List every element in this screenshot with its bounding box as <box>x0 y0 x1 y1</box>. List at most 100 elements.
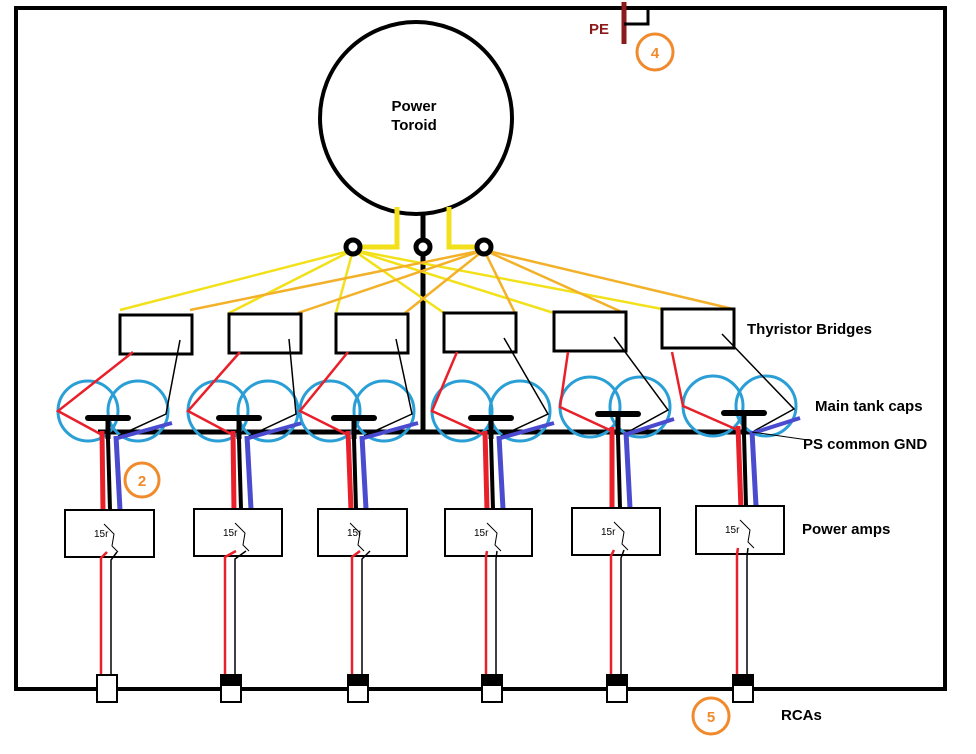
power-amps-label: Power amps <box>802 521 890 538</box>
power-amp-label-3: 15r <box>347 528 362 539</box>
tank-cap-right-2 <box>236 379 300 443</box>
bridge-output-black-2 <box>248 338 297 437</box>
signal-wire-black-3 <box>361 550 371 674</box>
toroid-label-line1: Power <box>391 98 436 115</box>
rail-blue-5 <box>623 431 633 509</box>
tank-cap-right-3 <box>352 379 416 443</box>
pe-ground-symbol <box>621 2 650 44</box>
feed-wire-yellow-2 <box>334 249 355 314</box>
signal-wire-black-2 <box>234 550 247 674</box>
thyristor-bridge-5 <box>552 310 628 353</box>
bridge-output-red-2 <box>186 351 241 438</box>
cap-link-blue-1 <box>113 421 173 441</box>
channel-1: 15r <box>55 313 194 703</box>
amp-switch-symbol-1 <box>103 523 119 553</box>
channel-4: 15r <box>430 311 555 703</box>
power-amp-4 <box>444 508 533 557</box>
gnd-leader-line <box>751 431 809 441</box>
channel-6: 15r <box>660 307 801 703</box>
amp-switch-symbol-3 <box>349 522 365 552</box>
amplifier-channels: 15r 15r 15r 15r 15r 15r <box>55 307 801 703</box>
rail-gnd-5 <box>616 434 622 509</box>
rail-blue-3 <box>359 435 369 510</box>
bridge-output-red-4 <box>430 351 488 438</box>
rail-gnd-1 <box>106 438 112 511</box>
signal-wire-black-6 <box>746 547 749 674</box>
feed-wire-orange-2 <box>404 249 485 314</box>
main-tank-caps-label: Main tank caps <box>815 398 923 415</box>
ps-common-gnd-label: PS common GND <box>803 436 927 453</box>
rca-connector-1 <box>96 674 118 703</box>
amp-switch-symbol-6 <box>739 519 755 549</box>
power-amp-label-2: 15r <box>223 528 238 539</box>
rail-blue-4 <box>496 435 506 510</box>
bridge-output-red-3 <box>298 351 351 438</box>
thyristor-bridge-4 <box>442 311 518 354</box>
bridge-output-red-5 <box>558 351 615 434</box>
signal-wire-black-1 <box>110 551 118 674</box>
cap-link-blue-5 <box>623 417 675 437</box>
pe-label: PE <box>589 21 609 38</box>
rca-collar-5 <box>607 676 627 686</box>
rail-gnd-6 <box>742 433 748 507</box>
cap-link-blue-6 <box>749 416 801 436</box>
amp-switch-symbol-5 <box>613 521 629 551</box>
power-amp-label-4: 15r <box>474 528 489 539</box>
rca-collar-3 <box>348 676 368 686</box>
tank-cap-right-1 <box>106 379 170 443</box>
signal-wire-red-5 <box>609 549 616 674</box>
badge-5-text: 5 <box>707 709 715 726</box>
toroid-terminals <box>343 237 494 257</box>
amp-switch-symbol-2 <box>234 522 250 552</box>
signal-wire-red-6 <box>735 547 740 674</box>
rail-red-1 <box>99 430 106 511</box>
bridge-output-black-4 <box>500 337 550 437</box>
badge-4: 4 <box>635 32 675 72</box>
badge-4-text: 4 <box>651 45 660 62</box>
toroid-leads <box>357 207 485 250</box>
bridge-feed-wires <box>119 248 734 315</box>
signal-wire-black-4 <box>495 550 498 674</box>
tank-cap-right-5 <box>608 375 672 439</box>
feed-wire-yellow-1 <box>228 248 354 315</box>
channel-5: 15r <box>552 310 675 703</box>
power-amp-2 <box>193 508 283 557</box>
power-amp-6 <box>695 505 785 555</box>
badge-2-text: 2 <box>138 473 146 490</box>
signal-wire-black-5 <box>620 549 625 674</box>
bridge-output-red-6 <box>670 351 741 433</box>
power-toroid <box>318 20 514 216</box>
signal-wire-red-1 <box>99 551 108 674</box>
channel-3: 15r <box>298 312 419 703</box>
rca-collar-6 <box>733 676 753 686</box>
rail-gnd-3 <box>352 438 358 510</box>
feed-wire-yellow-5 <box>352 248 663 311</box>
power-amp-3 <box>317 508 408 557</box>
rail-gnd-2 <box>237 438 243 510</box>
feed-wire-orange-5 <box>483 248 734 311</box>
cap-link-blue-3 <box>359 421 419 441</box>
thyristor-bridge-6 <box>660 307 736 350</box>
feed-wire-yellow-3 <box>352 248 445 315</box>
rail-red-2 <box>230 430 237 511</box>
tank-cap-right-6 <box>734 374 798 438</box>
thyristor-bridge-1 <box>118 313 194 356</box>
power-amp-label-6: 15r <box>725 525 740 536</box>
bridge-output-black-1 <box>117 339 181 437</box>
bridge-output-black-5 <box>613 336 670 433</box>
rail-blue-6 <box>749 430 759 507</box>
rail-blue-1 <box>113 435 123 511</box>
rcas-label: RCAs <box>781 707 822 724</box>
cap-link-blue-2 <box>244 421 303 441</box>
cap-link-blue-4 <box>496 421 555 441</box>
signal-wire-red-4 <box>484 550 489 674</box>
feed-wire-orange-4 <box>483 248 625 315</box>
feed-wire-yellow-4 <box>352 248 555 315</box>
tank-cap-right-4 <box>488 379 552 443</box>
rail-blue-2 <box>244 435 254 510</box>
badge-2: 2 <box>123 461 161 499</box>
signal-wire-red-3 <box>350 550 361 674</box>
power-amp-label-5: 15r <box>601 527 616 538</box>
bridge-output-black-3 <box>363 338 413 437</box>
